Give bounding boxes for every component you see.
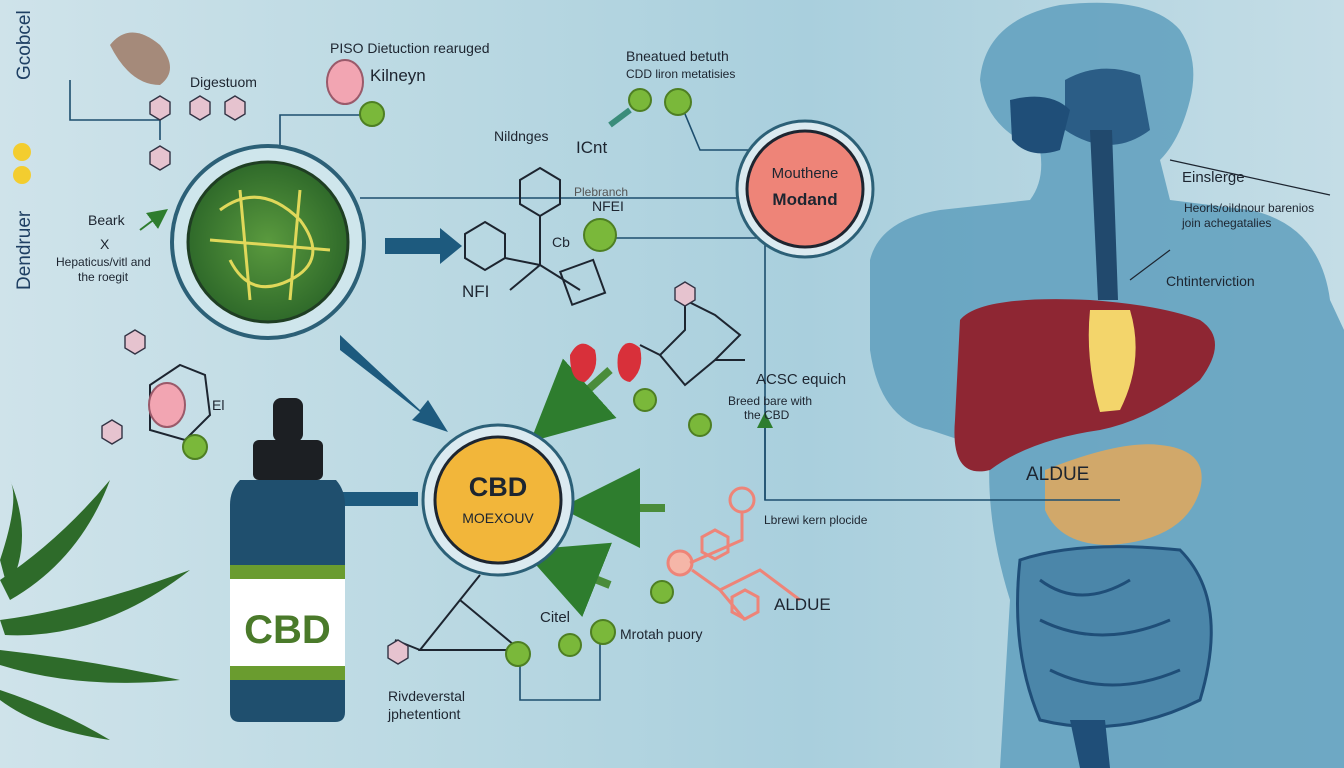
label-riv-1: Rivdeverstal [388, 688, 466, 704]
label-digest: Digestuom [190, 74, 257, 90]
hexagon-icon [124, 329, 146, 355]
label-process: PISO Dietuction rearuged [330, 40, 490, 56]
stomach [1045, 444, 1202, 545]
label-kidney: Kilneyn [370, 66, 426, 85]
hexagon-icon [674, 281, 696, 307]
hexagon-icon [189, 95, 211, 121]
cbd-bottle [230, 398, 345, 722]
arrow-down-icon [340, 335, 448, 432]
label-kern: Lbrewi kern plocide [764, 513, 868, 527]
arrow-teal-icon [608, 107, 632, 128]
cbd-node-title: CBD [468, 472, 528, 502]
liver [954, 299, 1215, 472]
cannabis-leaf-icon [0, 480, 190, 740]
label-plebranch: Plebranch [574, 185, 629, 199]
label-cb: Cb [552, 234, 570, 250]
human-body [870, 2, 1344, 768]
yellow-dot-icon [13, 143, 31, 161]
kidney-icon [617, 342, 642, 382]
label-breed-2: the CBD [744, 408, 790, 422]
skull-outline [1065, 68, 1150, 145]
label-nildnges: Nildnges [494, 128, 549, 144]
label-nfei: NFEI [592, 198, 624, 214]
modand-label-1: Mouthene [771, 165, 839, 182]
neuron-icon [209, 189, 331, 301]
salmon-pathway [666, 486, 801, 621]
label-aldue-right: ALDUE [1026, 464, 1090, 485]
label-ei: El [212, 397, 225, 413]
petri-dish [170, 144, 366, 340]
esophagus [1090, 130, 1118, 300]
bar-connector [342, 492, 418, 506]
intestines [1016, 545, 1213, 729]
label-nfi: NFI [462, 282, 490, 301]
yellow-dot-icon [13, 166, 31, 184]
hexagon-icon [101, 419, 123, 445]
label-aldue-lower: ALDUE [774, 595, 831, 614]
receptor-shapes [110, 32, 642, 428]
label-right-title: Einslerge [1182, 169, 1245, 186]
hexagon-icon [387, 639, 409, 665]
arrow-green-icon [530, 358, 617, 442]
modand-node [735, 119, 875, 259]
label-icnt: ICnt [576, 138, 608, 157]
side-label-bottom: Dendruer [14, 210, 35, 290]
modand-label-2: Modand [772, 190, 838, 209]
flow-arrows [139, 107, 665, 617]
gallbladder [1088, 310, 1136, 412]
label-roegt: the roegit [78, 270, 129, 284]
label-top-mid-2: CDD liron metatisies [626, 67, 736, 81]
label-acsc: ACSC equich [756, 371, 847, 388]
label-citel: Citel [540, 609, 571, 626]
jaw-icon [1010, 96, 1070, 154]
compound-icons [101, 95, 696, 665]
label-x: X [100, 236, 110, 252]
cbd-node [421, 423, 575, 577]
label-chinter: Chtinterviction [1166, 273, 1255, 289]
arrow-green-icon [522, 542, 612, 617]
label-metab: Mrotah puory [620, 626, 703, 642]
bottle-label: CBD [244, 608, 331, 652]
label-beark: Beark [88, 212, 125, 228]
hexagon-icon [149, 95, 171, 121]
green-nodes [182, 88, 712, 667]
hexagon-icon [224, 95, 246, 121]
rectum [1070, 720, 1110, 768]
cbd-node-subtitle: MOEXOUV [462, 510, 534, 526]
side-label-top: Gcobcel [14, 10, 35, 80]
hexagon-icon [149, 145, 171, 171]
label-right-1: Heorls/oildnour barenios [1184, 201, 1315, 215]
arrow-right-icon [385, 228, 462, 264]
label-riv-2: jphetentiont [388, 706, 461, 722]
label-top-mid-1: Bneatued betuth [626, 48, 729, 64]
animal-icon [110, 32, 170, 85]
label-hepatic: Hepaticus/vitl and [56, 255, 151, 269]
kidney-icon [570, 343, 597, 382]
label-breed-1: Breed bare with [728, 394, 813, 408]
label-right-2: join achegatalies [1182, 216, 1272, 230]
